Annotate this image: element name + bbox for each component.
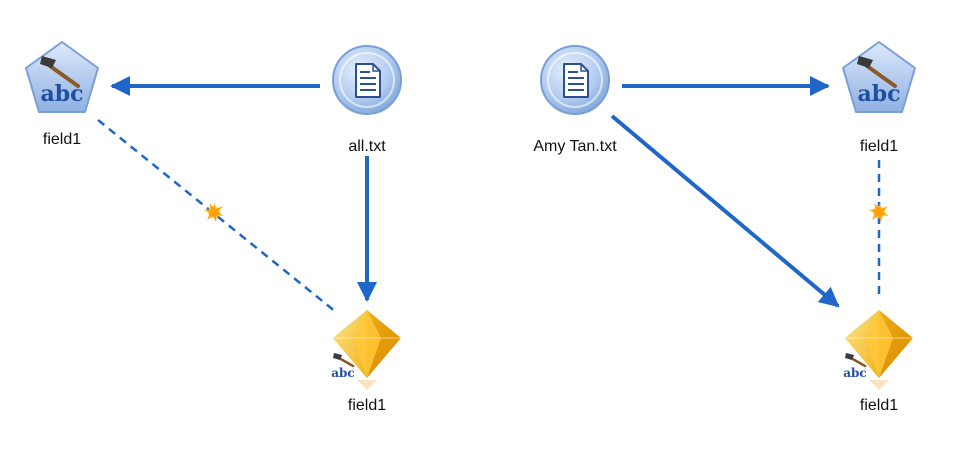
text-file-circle-icon	[332, 45, 402, 115]
node-label: field1	[348, 397, 386, 414]
node-textmine-left[interactable]: abc field1	[24, 40, 100, 148]
node-label: all.txt	[348, 138, 386, 155]
abc-badge: abc	[331, 366, 354, 380]
node-textmine-right[interactable]: abc field1	[841, 40, 917, 155]
node-label: field1	[860, 397, 898, 414]
link-field1-to-model-dashed[interactable]	[97, 119, 337, 313]
node-model-right[interactable]: abc field1	[843, 308, 915, 414]
node-model-left[interactable]: abc field1	[331, 308, 403, 414]
node-label: field1	[860, 138, 898, 155]
link-amytan-to-model[interactable]	[610, 114, 840, 308]
abc-badge: abc	[857, 81, 900, 107]
node-source-alltxt[interactable]: all.txt	[332, 45, 402, 155]
node-label: field1	[43, 131, 81, 148]
node-source-amytan[interactable]: Amy Tan.txt	[533, 45, 617, 155]
node-label: Amy Tan.txt	[533, 138, 617, 155]
abc-badge: abc	[40, 81, 83, 107]
abc-badge: abc	[843, 366, 866, 380]
text-file-circle-icon	[540, 45, 610, 115]
